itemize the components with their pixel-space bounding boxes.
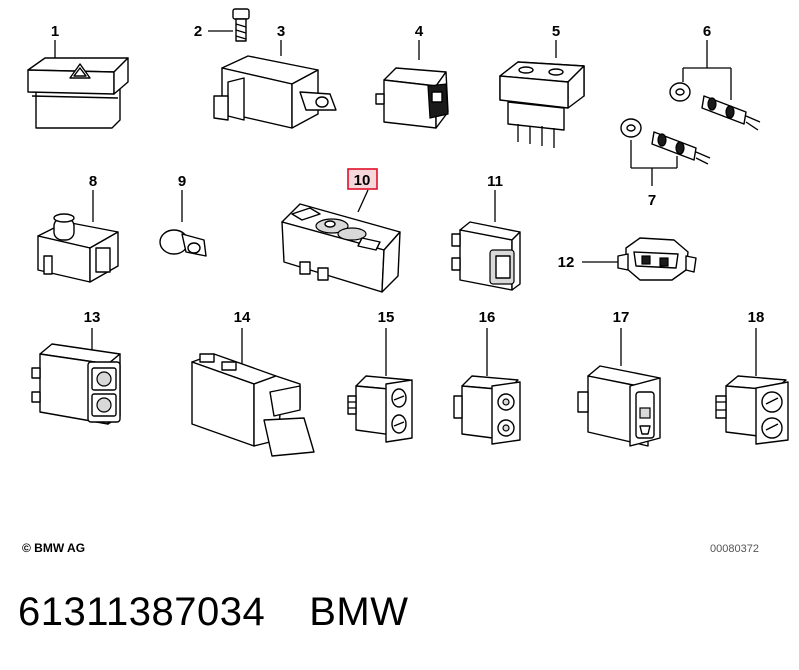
callout-8: 8	[89, 173, 97, 190]
part-11-small-rocker	[451, 190, 521, 291]
brand-name: BMW	[309, 590, 409, 634]
part-15-switch	[347, 328, 413, 443]
part-3-relay	[213, 40, 337, 129]
callout-13: 13	[84, 309, 101, 326]
part-4-rocker-switch	[375, 40, 449, 129]
callout-16: 16	[479, 309, 496, 326]
footer-caption: 61311387034 BMW	[18, 590, 409, 635]
part-9-clip	[159, 190, 207, 257]
drawing-number: 00080372	[710, 543, 759, 555]
callout-14: 14	[234, 309, 251, 326]
part-10-switch-panel	[281, 168, 401, 293]
callout-5: 5	[552, 23, 560, 40]
part-number: 61311387034	[18, 590, 266, 634]
callout-10-highlight	[347, 168, 378, 190]
callout-1: 1	[51, 23, 59, 40]
callout-12: 12	[558, 254, 575, 271]
part-18-switch	[715, 328, 789, 445]
callout-3: 3	[277, 23, 285, 40]
part-17-switch	[577, 328, 661, 447]
callout-4: 4	[415, 23, 424, 40]
part-14-switch-housing	[191, 328, 315, 457]
copyright-notice: © BMW AG	[22, 541, 86, 555]
part-12-plug-ring	[582, 237, 697, 281]
callout-2: 2	[194, 23, 202, 40]
callout-15: 15	[378, 309, 395, 326]
callout-17: 17	[613, 309, 630, 326]
callout-6: 6	[703, 23, 711, 40]
part-1-hazard-switch	[27, 40, 129, 129]
callout-7: 7	[648, 192, 656, 209]
callout-11: 11	[487, 173, 503, 190]
callout-9: 9	[178, 173, 186, 190]
part-16-switch	[453, 328, 521, 445]
part-13-double-switch	[31, 328, 121, 425]
part-8-push-switch	[37, 190, 119, 283]
part-5-switch-block	[499, 40, 585, 148]
callout-10: 10	[354, 172, 371, 189]
callout-18: 18	[748, 309, 765, 326]
part-2-screw	[208, 8, 250, 42]
part-6-7-sensors	[620, 40, 761, 186]
